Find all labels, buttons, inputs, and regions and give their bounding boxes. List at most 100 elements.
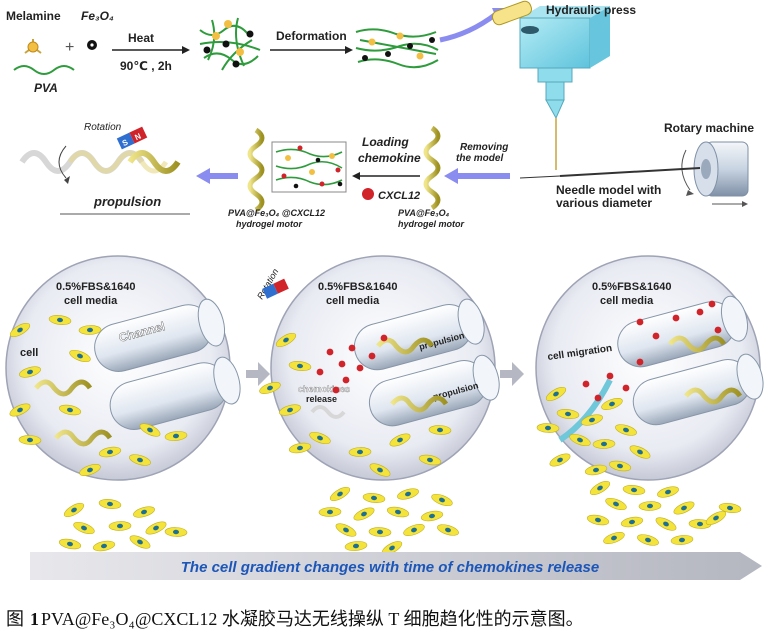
cell-nucleus <box>697 521 703 527</box>
pva-chain-icon <box>13 65 75 75</box>
chemokine-dot <box>606 372 614 380</box>
chemokine-dot <box>622 384 630 392</box>
cell-nucleus <box>17 407 23 413</box>
chemokine-dot <box>636 318 644 326</box>
cell-nucleus <box>297 363 303 369</box>
loaded-motor-icon <box>247 127 265 213</box>
to-press-arrow <box>439 12 498 43</box>
removing-label-line1: Removing <box>460 142 508 153</box>
chemokine-dot <box>672 314 680 322</box>
cell-nucleus <box>589 417 595 423</box>
plus-sign: + <box>65 39 74 56</box>
cell-nucleus <box>645 537 651 543</box>
cxcl12-label: CXCL12 <box>378 190 420 202</box>
cell-nucleus <box>631 487 637 493</box>
cell-nucleus <box>601 441 607 447</box>
cell-nucleus <box>343 527 349 533</box>
rotation-label: Rotation <box>84 122 122 133</box>
cell-nucleus <box>77 353 83 359</box>
cell-nucleus <box>679 537 685 543</box>
chemokine-dot <box>332 386 340 394</box>
deformation-label: Deformation <box>276 29 347 43</box>
cell-nucleus <box>297 445 303 451</box>
stretched-network-icon <box>355 28 439 69</box>
fe3o4-label: Fe₃O₄ <box>81 9 114 23</box>
chemokine-dot <box>594 394 602 402</box>
heat-label: Heat <box>128 31 154 45</box>
cell-nucleus <box>137 539 143 545</box>
needle-label-line1: Needle model with <box>556 183 661 197</box>
cell-nucleus <box>101 543 107 549</box>
bottom-cells-1 <box>58 499 188 552</box>
panel-3: 0.5%FBS&1640 cell media cell migration <box>535 255 764 481</box>
magnet-s-label: S <box>121 137 130 148</box>
cell-nucleus <box>665 489 671 495</box>
cell-nucleus <box>727 505 733 511</box>
cell-nucleus <box>67 407 73 413</box>
cell-nucleus <box>353 543 359 549</box>
panel3-motor-a <box>668 335 727 353</box>
panel2-chemokine-dots <box>316 334 388 394</box>
cxcl12-dot-icon <box>362 188 374 200</box>
cell-nucleus <box>553 391 559 397</box>
cell-nucleus <box>107 449 113 455</box>
cell-nucleus <box>107 501 113 507</box>
schematic-diagram: Melamine + Fe₃O₄ PVA Heat 90℃ , 2h Defor… <box>5 0 764 580</box>
heat-condition-label: 90℃ , 2h <box>120 59 172 73</box>
panel1-motor-a <box>34 379 93 397</box>
chemokine-dot <box>582 380 590 388</box>
hydraulic-press-icon <box>492 0 610 170</box>
cell-nucleus <box>617 463 623 469</box>
synthesis-row: Melamine + Fe₃O₄ PVA Heat 90℃ , 2h Defor… <box>6 0 754 229</box>
caption-text: PVA@Fe₃O₄@CXCL12 水凝胶马达无线操纵 T 细胞趋化性的示意图。 <box>41 609 584 629</box>
cell-nucleus <box>609 401 615 407</box>
cell-nucleus <box>361 511 367 517</box>
cell-nucleus <box>173 529 179 535</box>
motor2-label-line2: hydrogel motor <box>236 219 302 229</box>
panel1-media-line2: cell media <box>64 295 118 307</box>
panel2-chemokines-line2: release <box>306 394 337 404</box>
hydrogel-network-icon <box>199 17 261 71</box>
panel1-media-line1: 0.5%FBS&1640 <box>56 281 136 293</box>
cell-nucleus <box>327 509 333 515</box>
melamine-icon <box>24 39 42 54</box>
cell-nucleus <box>153 525 159 531</box>
cell-nucleus <box>397 437 403 443</box>
motor1-label-line1: PVA@Fe₃O₄ <box>398 208 450 218</box>
removing-label-line2: the model <box>456 153 503 164</box>
panel-arrow-1 <box>246 362 270 386</box>
gradient-band: The cell gradient changes with time of c… <box>30 552 762 580</box>
panel-1: 0.5%FBS&1640 cell media cell Channel <box>5 255 241 481</box>
panel1-motor-b <box>54 429 113 447</box>
cell-nucleus <box>283 337 289 343</box>
bottom-cells-3 <box>586 480 742 546</box>
cell-nucleus <box>337 491 343 497</box>
panel2-magnet-icon <box>262 278 289 299</box>
cell-nucleus <box>117 523 123 529</box>
needle-label-line2: various diameter <box>556 196 652 210</box>
panel2-motor-a <box>376 337 435 355</box>
cell-nucleus <box>713 515 719 521</box>
chemokine-dot <box>368 352 376 360</box>
panel-arrow-2 <box>500 362 524 386</box>
cell-nucleus <box>445 527 451 533</box>
migration-arrow <box>558 378 613 443</box>
cell-nucleus <box>27 369 33 375</box>
chemokine-dot <box>316 368 324 376</box>
panel3-motor-b <box>684 387 743 405</box>
cell-nucleus <box>27 437 33 443</box>
propulsion-helix-icon <box>19 145 181 184</box>
loading-label-line1: Loading <box>362 135 409 149</box>
chemokine-dot <box>380 334 388 342</box>
panel2-cells <box>259 332 452 477</box>
cell-nucleus <box>173 433 179 439</box>
panel-2: 0.5%FBS&1640 cell media chemokines relea… <box>255 255 500 481</box>
cell-nucleus <box>623 427 629 433</box>
panel2-chemokines-line1: chemokines <box>298 384 350 394</box>
hydrogel-motor-icon <box>423 125 441 211</box>
magnet-icon: S N <box>116 126 148 150</box>
panel3-cells <box>536 386 651 476</box>
cell-nucleus <box>557 457 563 463</box>
